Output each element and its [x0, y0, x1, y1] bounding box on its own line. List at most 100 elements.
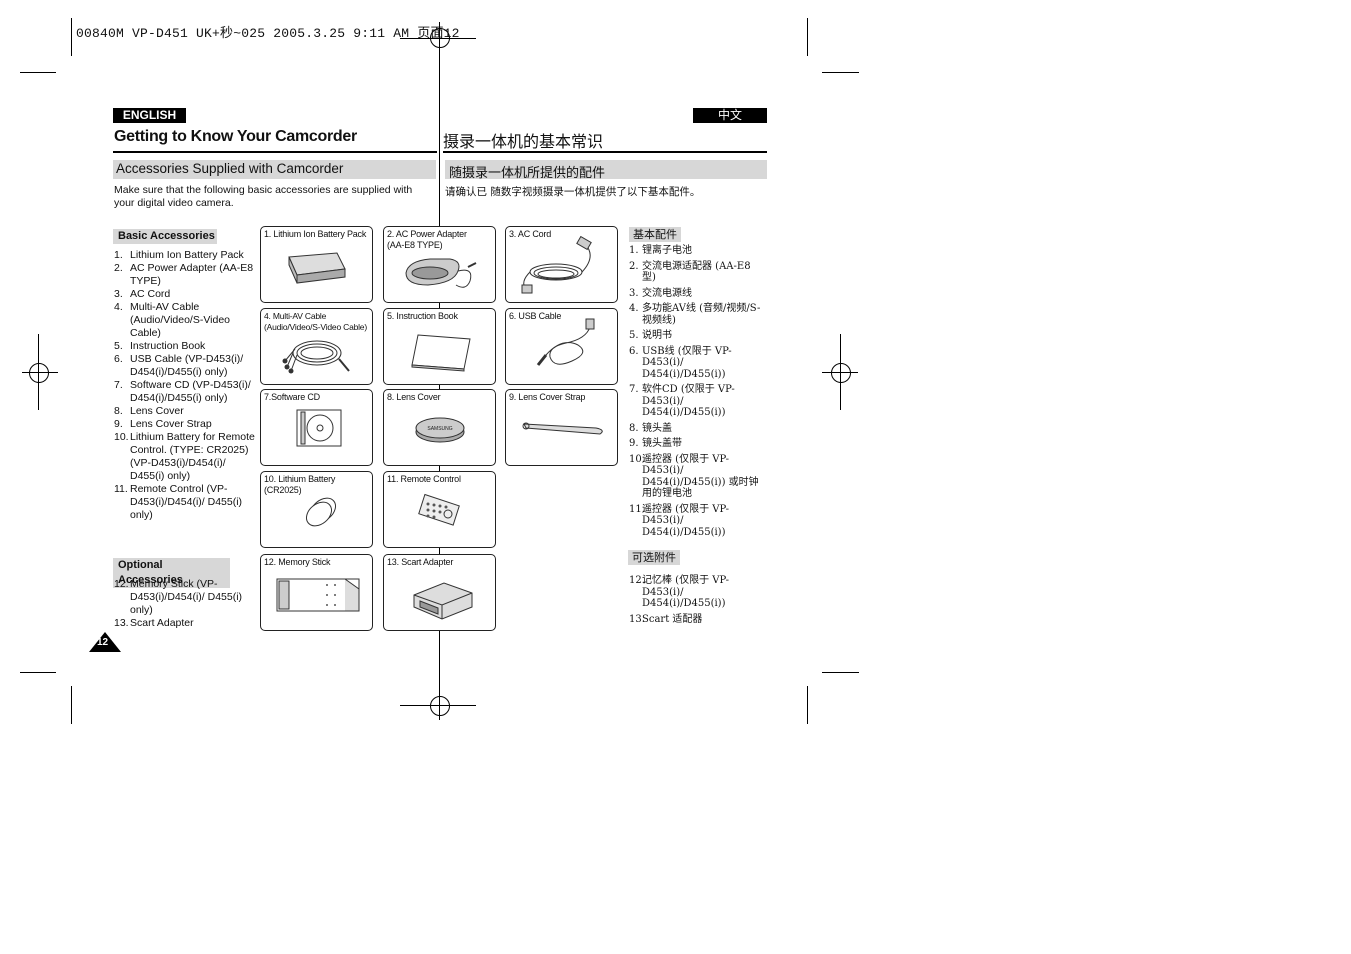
list-item-text: Lens Cover — [130, 405, 184, 417]
list-item: 3.交流电源线 — [629, 288, 767, 300]
page-number: 12 — [97, 637, 109, 648]
language-tag-english: ENGLISH — [113, 108, 186, 123]
list-item-text: 镜头盖 — [642, 422, 672, 434]
list-item-number: 11. — [629, 503, 645, 515]
list-item-number: 12. — [629, 575, 645, 586]
section-subtitle-en: Accessories Supplied with Camcorder — [116, 161, 344, 176]
list-item-text: Multi-AV Cable (Audio/Video/S-Video Cabl… — [130, 301, 231, 339]
card-label: 2. AC Power Adapter (AA-E8 TYPE) — [387, 229, 467, 250]
list-item-text: Scart 适配器 — [642, 613, 703, 625]
list-item-text: Lithium Battery for Remote Control. (TYP… — [130, 431, 255, 482]
card-label: 12. Memory Stick — [264, 557, 331, 567]
crop-mark — [20, 72, 56, 73]
list-item: 13.Scart 适配器 — [629, 614, 767, 626]
list-item-number: 9. — [629, 438, 639, 449]
list-item: 7.Software CD (VP-D453(i)/ D454(i)/D455(… — [114, 379, 255, 405]
optional-accessories-list-zh: 12.记忆棒 (仅限于 VP-D453(i)/ D454(i)/D455(i))… — [629, 575, 767, 629]
list-item: 12.记忆棒 (仅限于 VP-D453(i)/ D454(i)/D455(i)) — [629, 575, 767, 610]
intro-text-en: Make sure that the following basic acces… — [114, 184, 413, 209]
intro-text-zh: 请确认已 随数字视频摄录一体机提供了以下基本配件。 — [445, 186, 701, 198]
list-item-number: 13. — [629, 613, 645, 625]
list-item-number: 2. — [114, 262, 123, 274]
brand-text: SAMSUNG — [427, 426, 452, 432]
av-cable-icon — [282, 340, 350, 374]
subtitle-band-en — [113, 160, 436, 179]
crop-mark — [822, 672, 859, 673]
list-item-text: AC Power Adapter (AA-E8 TYPE) — [130, 262, 254, 287]
cd-icon — [296, 409, 342, 447]
list-item-number: 2. — [629, 260, 639, 272]
list-item-number: 5. — [114, 340, 123, 352]
list-item: 4.Multi-AV Cable (Audio/Video/S-Video Ca… — [114, 301, 255, 340]
card-battery-pack: 1. Lithium Ion Battery Pack — [260, 226, 373, 303]
list-item-text: 记忆棒 (仅限于 VP-D453(i)/ D454(i)/D455(i)) — [642, 575, 730, 609]
card-multi-av-cable: 4. Multi-AV Cable (Audio/Video/S-Video C… — [260, 308, 373, 385]
list-item-text: Lens Cover Strap — [130, 418, 212, 430]
list-item-text: 说明书 — [642, 330, 672, 341]
list-item: 7.软件CD (仅限于 VP-D453(i)/ D454(i)/D455(i)) — [629, 384, 767, 419]
list-item: 6.USB Cable (VP-D453(i)/ D454(i)/D455(i)… — [114, 353, 255, 379]
list-item-text: USB Cable (VP-D453(i)/ D454(i)/D455(i) o… — [130, 353, 244, 378]
list-item-number: 13. — [114, 617, 129, 629]
list-item-text: 遥控器 (仅限于 VP-D453(i)/ D454(i)/D455(i)) 或时… — [642, 453, 759, 500]
card-label: 7.Software CD — [264, 392, 320, 402]
page-title-en: Getting to Know Your Camcorder — [114, 128, 357, 145]
card-instruction-book: 5. Instruction Book — [383, 308, 496, 385]
usb-cable-icon — [536, 318, 595, 366]
list-item-number: 8. — [114, 405, 123, 417]
list-item: 2.交流电源适配器 (AA-E8 型) — [629, 261, 767, 284]
list-item-text: 镜头盖带 — [642, 438, 682, 449]
registration-mark — [430, 28, 450, 48]
lens-cover-icon: SAMSUNG — [415, 417, 465, 443]
list-item: 2. AC Power Adapter (AA-E8 TYPE) — [114, 262, 255, 288]
card-scart-adapter: 13. Scart Adapter — [383, 554, 496, 631]
card-label: 13. Scart Adapter — [387, 557, 454, 567]
basic-accessories-label-en: Basic Accessories — [113, 229, 217, 244]
language-tag-chinese: 中文 — [693, 108, 767, 123]
title-rule-zh — [443, 151, 767, 153]
list-item-number: 11. — [114, 483, 128, 495]
card-usb-cable: 6. USB Cable — [505, 308, 618, 385]
list-item: 9.镜头盖带 — [629, 438, 767, 450]
card-label: 10. Lithium Battery (CR2025) — [264, 474, 336, 495]
card-memory-stick: 12. Memory Stick — [260, 554, 373, 631]
strap-icon — [522, 422, 603, 435]
memory-stick-icon — [276, 578, 360, 612]
optional-accessories-list-en: 12.Memory Stick (VP-D453(i)/D454(i)/ D45… — [114, 578, 255, 630]
list-item-text: Remote Control (VP-D453(i)/D454(i)/ D455… — [130, 483, 243, 521]
section-subtitle-zh: 随摄录一体机所提供的配件 — [449, 166, 606, 181]
crop-mark — [71, 18, 72, 56]
optional-accessories-label-en: Optional Accessories — [113, 558, 230, 588]
card-ac-cord: 3. AC Cord — [505, 226, 618, 303]
subtitle-band-zh — [445, 160, 767, 179]
list-item-number: 10. — [629, 453, 645, 465]
list-item-text: Instruction Book — [130, 340, 206, 352]
list-item: 6.USB线 (仅限于 VP-D453(i)/ D454(i)/D455(i)) — [629, 346, 767, 381]
registration-mark — [831, 363, 851, 383]
registration-mark — [430, 696, 450, 716]
registration-mark — [29, 363, 49, 383]
card-lithium-battery: 10. Lithium Battery (CR2025) — [260, 471, 373, 548]
list-item-text: 多功能AV线 (音频/视频/S-视频线) — [642, 303, 761, 326]
print-header: 00840M VP-D451 UK+秒~025 2005.3.25 9:11 A… — [76, 26, 460, 41]
list-item-number: 6. — [629, 345, 639, 357]
card-label: 9. Lens Cover Strap — [509, 392, 586, 402]
list-item-text: 遥控器 (仅限于 VP-D453(i)/ D454(i)/D455(i)) — [642, 503, 730, 538]
coin-battery-icon — [305, 497, 337, 527]
registration-line — [439, 690, 440, 720]
list-item-text: Memory Stick (VP-D453(i)/D454(i)/ D455(i… — [130, 578, 243, 616]
list-item-number: 7. — [629, 384, 639, 395]
list-item-text: 交流电源适配器 (AA-E8 型) — [642, 260, 751, 284]
list-item: 13.Scart Adapter — [114, 617, 255, 630]
list-item-number: 1. — [114, 249, 123, 261]
list-item: 10.遥控器 (仅限于 VP-D453(i)/ D454(i)/D455(i))… — [629, 454, 767, 500]
card-label: 6. USB Cable — [509, 311, 562, 321]
card-label: 4. Multi-AV Cable (Audio/Video/S-Video C… — [264, 311, 367, 332]
card-lens-cover: 8. Lens Cover SAMSUNG — [383, 389, 496, 466]
card-label: 11. Remote Control — [387, 474, 461, 484]
list-item: 9.Lens Cover Strap — [114, 418, 255, 431]
list-item: 8. Lens Cover — [114, 405, 255, 418]
crop-mark — [807, 18, 808, 56]
